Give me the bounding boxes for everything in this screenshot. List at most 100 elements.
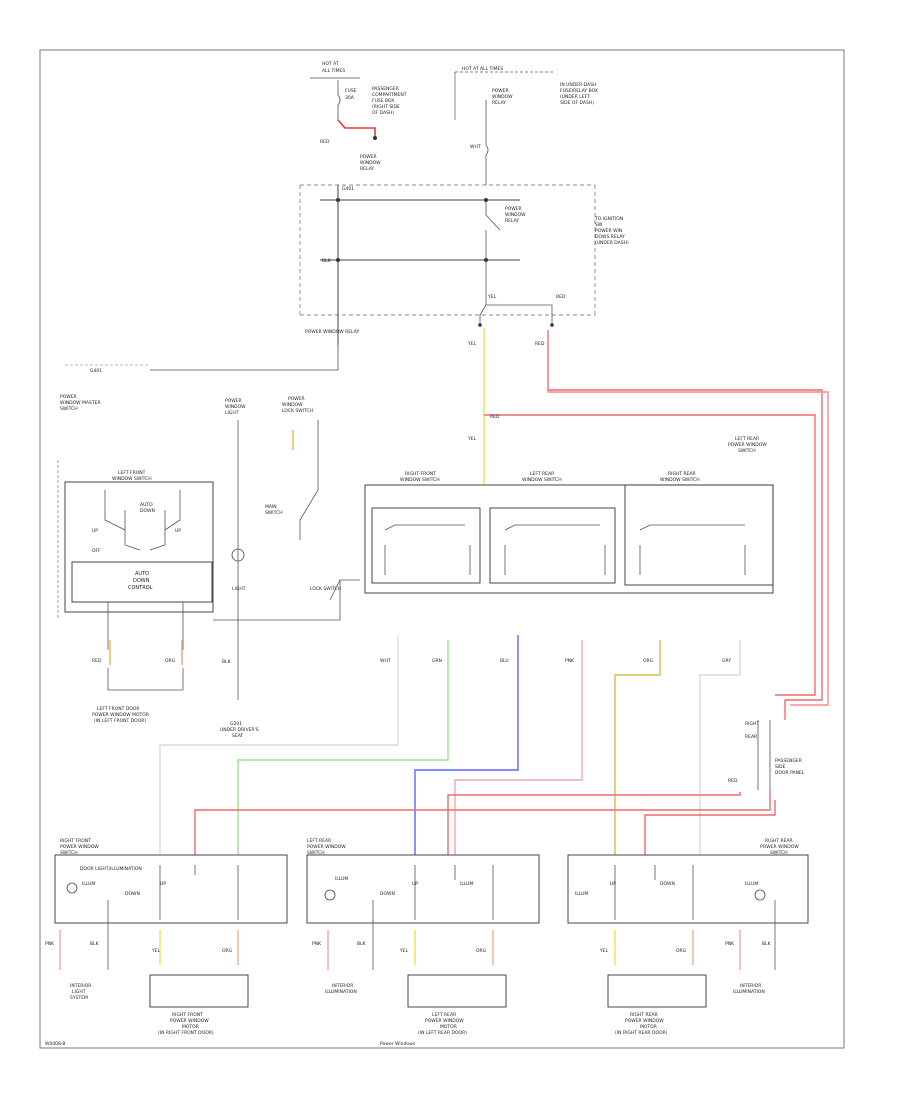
relay-outputs: YEL RED YEL RED YEL <box>467 260 566 485</box>
lf-motor-2: POWER WINDOW MOTOR <box>92 712 149 718</box>
ds-rr-w2: BLK <box>762 941 772 947</box>
lr-note-1: LEFT REAR <box>735 436 759 442</box>
fuse-label-3: FUSE <box>345 88 357 94</box>
ds-lr-w3: YEL <box>399 948 409 954</box>
top-right-hot-4: RELAY <box>492 100 506 106</box>
relay-pin-label: G401 <box>342 186 354 192</box>
ground-3: SEAT <box>232 733 243 739</box>
lf-wire-b: ORG <box>165 658 176 664</box>
sub-lr-sub: WINDOW SWITCH <box>522 477 562 483</box>
ctrl-label-2: DOWN <box>133 578 150 584</box>
master-auto: AUTO <box>140 502 153 508</box>
w-gry: GRY <box>722 658 731 664</box>
ds-rr-w4: ORG <box>676 948 687 954</box>
w-red-right: RED <box>728 778 738 784</box>
lf-motor-3: (IN LEFT FRONT DOOR) <box>94 718 146 724</box>
ds-rr-name-1: RIGHT REAR <box>765 838 793 844</box>
relay-label-1: POWER <box>505 206 522 212</box>
ds-rf-motor-3: MOTOR <box>182 1024 199 1030</box>
power-window-relay: G401 POWER WINDOW RELAY TO IGNITION SW P… <box>299 184 629 345</box>
illum-and-lock: POWER WINDOW LIGHT LIGHT POWER WINDOW LO… <box>213 396 360 739</box>
right-note-3: (UNDER LEFT <box>560 94 590 100</box>
right-note-4: SIDE OF DASH) <box>560 100 594 106</box>
ds-lr-down: DOWN <box>380 891 395 897</box>
relay-ctrl-note-2: WINDOW <box>360 160 381 166</box>
door-switch-lr: LEFT REAR POWER WINDOW SWITCH ILLUM UP D… <box>306 838 540 1036</box>
ds-lr-light: ILLUM <box>460 881 473 887</box>
ctrl-label-1: AUTO <box>135 571 149 577</box>
relay-gnd-label: BLK <box>322 258 332 264</box>
relay-note-3: POWER WIN <box>595 228 622 234</box>
pass-conn-2: REAR <box>745 734 757 740</box>
g401-text: G401 <box>90 368 102 374</box>
frame-title: Power Windows <box>380 1041 416 1047</box>
ds-rf-gnd-2: LIGHT <box>72 989 86 995</box>
ground-g401: G401 POWER WINDOW MASTER SWITCH <box>60 345 339 412</box>
illum-2: WINDOW <box>225 404 246 410</box>
relay-note-5: (UNDER DASH) <box>595 240 629 246</box>
w-pnk: PNK <box>565 658 575 664</box>
ds-rr-gnd-2: ILLUMINATION <box>733 989 765 995</box>
top-right-hot: HOT AT ALL TIMES POWER WINDOW RELAY IN U… <box>454 66 598 185</box>
lf-wire-a: RED <box>92 658 102 664</box>
fuse-label-4: 30A <box>345 95 355 101</box>
ds-lr-name-2: POWER WINDOW <box>307 844 346 850</box>
master-down: DOWN <box>140 508 155 514</box>
red-junction-label: RED <box>490 414 500 420</box>
top-fuse-block: HOT AT ALL TIMES FUSE 30A PASSENGER COMP… <box>310 61 407 172</box>
pass-conn-1: RIGHT <box>745 721 759 727</box>
master-up-b: UP <box>175 528 181 534</box>
relay-note-2: SW <box>595 222 603 228</box>
ds-rf-motor-4: (IN RIGHT FRONT DOOR) <box>158 1030 214 1036</box>
ground-wire: BLK <box>222 659 232 665</box>
main-2: SWITCH <box>265 510 283 516</box>
red-label: RED <box>535 341 545 347</box>
ds-rr-w1: PNK <box>725 941 735 947</box>
ds-rr-motor-4: (IN RIGHT REAR DOOR) <box>615 1030 668 1036</box>
ds-rr-up: UP <box>610 881 616 887</box>
ds-rf-motor-1: RIGHT FRONT <box>172 1012 203 1018</box>
sub-rf-sub: WINDOW SWITCH <box>400 477 440 483</box>
door-switch-rf: RIGHT FRONT POWER WINDOW SWITCH DOOR LIG… <box>45 838 288 1036</box>
ds-rr-name-3: SWITCH <box>770 850 788 856</box>
footer-code: W0008-B <box>45 1041 65 1047</box>
yel-label-2: YEL <box>467 436 477 442</box>
relay-ctrl-note-3: RELAY <box>360 166 374 172</box>
ds-lr-w2: BLK <box>357 941 367 947</box>
relay-out-b: RED <box>556 294 566 300</box>
relay-note-4: DOWS RELAY <box>595 234 625 240</box>
ds-lr-gnd-2: ILLUMINATION <box>325 989 357 995</box>
right-note-2: FUSE/RELAY BOX <box>560 88 598 94</box>
ds-lr-motor-1: LEFT REAR <box>432 1012 456 1018</box>
illum-bulb: LIGHT <box>232 586 246 592</box>
ds-rf-name-2: POWER WINDOW <box>60 844 99 850</box>
ds-rf-gnd-1: INTERIOR <box>70 983 91 989</box>
fuse-panel-note-5: OF DASH) <box>372 110 394 116</box>
top-right-hot-1: HOT AT ALL TIMES <box>462 66 503 72</box>
lf-motor-1: LEFT FRONT DOOR <box>97 706 140 712</box>
fuse-label-1: HOT AT <box>322 61 339 67</box>
ds-rf-down: DOWN <box>125 891 140 897</box>
ds-rr-down: DOWN <box>660 881 675 887</box>
sub-lr-title: LEFT REAR <box>530 471 554 477</box>
ground-2: UNDER DRIVER'S <box>220 727 259 733</box>
relay-label-2: WINDOW <box>505 212 526 218</box>
ds-rr-gnd-1: INTERIOR <box>740 983 761 989</box>
ds-rr-motor-3: MOTOR <box>640 1024 657 1030</box>
master-off: OFF <box>92 548 101 554</box>
lock-2: WINDOW <box>282 402 303 408</box>
top-right-wire-label: WHT <box>470 144 481 150</box>
w-wht: WHT <box>380 658 391 664</box>
driver-note-3: SWITCH <box>60 406 78 412</box>
ds-rf-w2: BLK <box>90 941 100 947</box>
sub-rr-title: RIGHT REAR <box>668 471 696 477</box>
driver-note-1: POWER <box>60 394 77 400</box>
w-blu: BLU <box>500 658 509 664</box>
relay-label-3: RELAY <box>505 218 519 224</box>
fuse-panel-note-4: (RIGHT SIDE <box>372 104 400 110</box>
ds-rr-w3: YEL <box>599 948 609 954</box>
top-right-hot-2: POWER <box>492 88 509 94</box>
top-wire-label: RED <box>320 139 330 145</box>
master-up-a: UP <box>92 528 98 534</box>
